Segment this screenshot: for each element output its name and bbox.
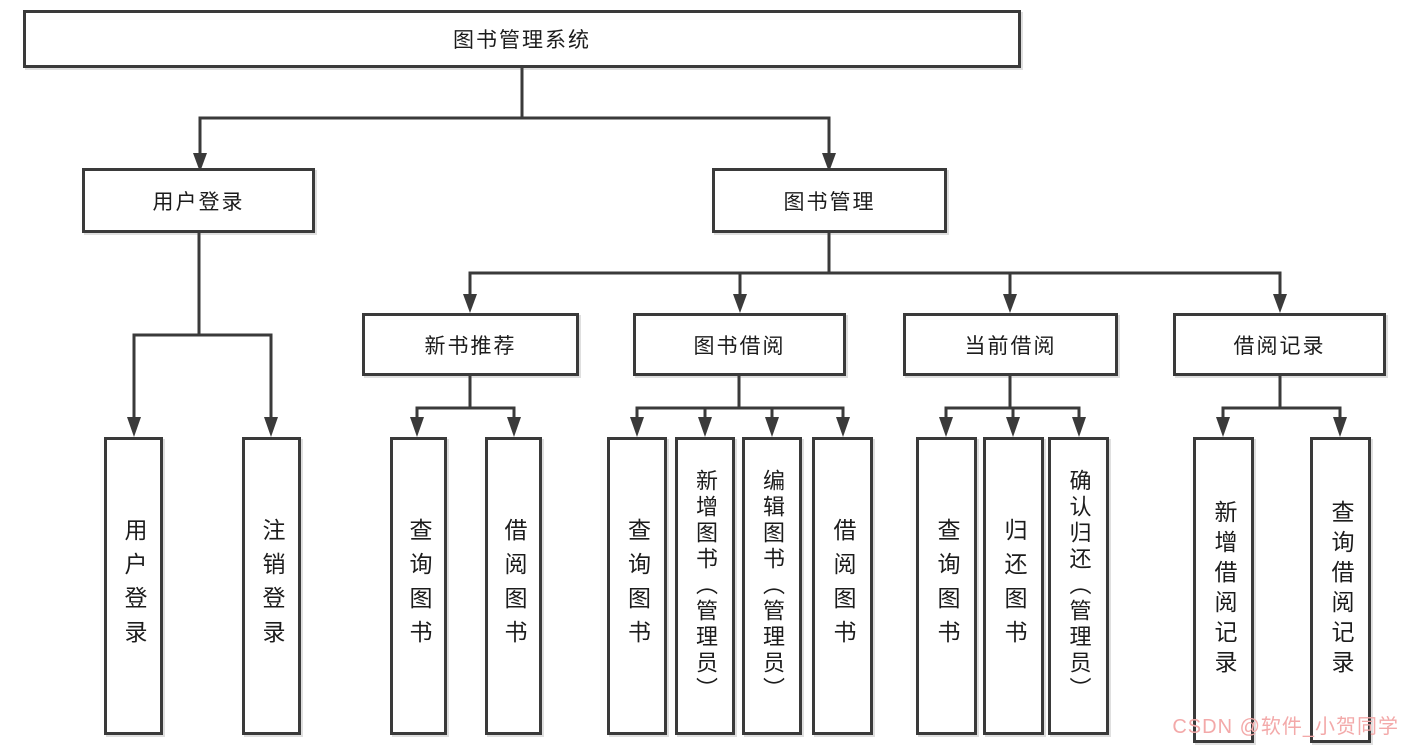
arrow-down-icon xyxy=(1273,294,1287,313)
arrow-down-icon xyxy=(1072,417,1086,437)
node-current-borrowing: 当前借阅 xyxy=(903,313,1118,376)
node-label: 借阅记录 xyxy=(1233,334,1326,358)
node-label: 新增借阅记录 xyxy=(1211,500,1237,680)
arrow-down-icon xyxy=(1006,417,1020,437)
arrow-down-icon xyxy=(765,417,779,437)
arrow-down-icon xyxy=(1003,294,1017,313)
node-label: 图书管理 xyxy=(783,190,876,214)
node-borrowing-records: 借阅记录 xyxy=(1173,313,1386,376)
node-label: 图书借阅 xyxy=(693,334,786,358)
arrow-down-icon xyxy=(630,417,644,437)
node-leaf-user-login: 用户登录 xyxy=(104,437,163,735)
node-leaf-logout: 注销登录 xyxy=(242,437,301,735)
arrow-down-icon xyxy=(507,417,521,437)
node-label: 图书管理系统 xyxy=(453,29,591,52)
arrow-down-icon xyxy=(127,417,141,437)
node-leaf-rec-borrow-books: 借阅图书 xyxy=(485,437,542,735)
node-book-management: 图书管理 xyxy=(712,168,947,233)
node-root-system: 图书管理系统 xyxy=(23,10,1021,68)
arrow-down-icon xyxy=(1333,417,1347,437)
arrow-down-icon xyxy=(698,417,712,437)
node-label: 查询借阅记录 xyxy=(1328,500,1354,680)
node-label: 查询图书 xyxy=(934,518,960,654)
csdn-watermark: CSDN @软件_小贺同学 xyxy=(1172,716,1399,738)
arrowheads xyxy=(127,153,1347,437)
node-leaf-cb-confirm-return: 确认归还（管理员） xyxy=(1048,437,1109,735)
node-label: 用户登录 xyxy=(152,190,245,214)
node-label: 归还图书 xyxy=(1001,518,1027,654)
arrow-down-icon xyxy=(264,417,278,437)
node-label: 编辑图书（管理员） xyxy=(760,469,785,703)
node-leaf-br-add-record: 新增借阅记录 xyxy=(1193,437,1254,743)
node-label: 注销登录 xyxy=(259,518,285,654)
node-leaf-br-query-record: 查询借阅记录 xyxy=(1310,437,1371,743)
connector-strokes xyxy=(132,68,1342,421)
node-new-book-recommend: 新书推荐 xyxy=(362,313,579,376)
node-leaf-bb-query-books: 查询图书 xyxy=(607,437,667,735)
node-user-login: 用户登录 xyxy=(82,168,315,233)
node-leaf-bb-add-books: 新增图书（管理员） xyxy=(675,437,735,735)
node-label: 查询图书 xyxy=(624,518,651,654)
node-leaf-cb-query-books: 查询图书 xyxy=(916,437,977,735)
node-label: 借阅图书 xyxy=(501,518,527,654)
node-label: 新增图书（管理员） xyxy=(693,469,718,703)
node-leaf-rec-query-books: 查询图书 xyxy=(390,437,447,735)
node-label: 当前借阅 xyxy=(964,334,1057,358)
arrow-down-icon xyxy=(733,294,747,313)
node-leaf-bb-edit-books: 编辑图书（管理员） xyxy=(742,437,802,735)
node-label: 新书推荐 xyxy=(424,334,517,358)
arrow-down-icon xyxy=(822,153,836,172)
node-label: 借阅图书 xyxy=(830,518,856,654)
arrow-down-icon xyxy=(939,417,953,437)
node-label: 用户登录 xyxy=(121,518,147,654)
node-book-borrowing: 图书借阅 xyxy=(633,313,846,376)
node-label: 确认归还（管理员） xyxy=(1066,469,1092,703)
arrow-down-icon xyxy=(836,417,850,437)
arrow-down-icon xyxy=(410,417,424,437)
arrow-down-icon xyxy=(193,153,207,172)
arrow-down-icon xyxy=(1216,417,1230,437)
node-label: 查询图书 xyxy=(406,518,432,654)
node-leaf-cb-return-books: 归还图书 xyxy=(983,437,1044,735)
arrow-down-icon xyxy=(463,294,477,313)
node-leaf-bb-borrow-books: 借阅图书 xyxy=(812,437,873,735)
